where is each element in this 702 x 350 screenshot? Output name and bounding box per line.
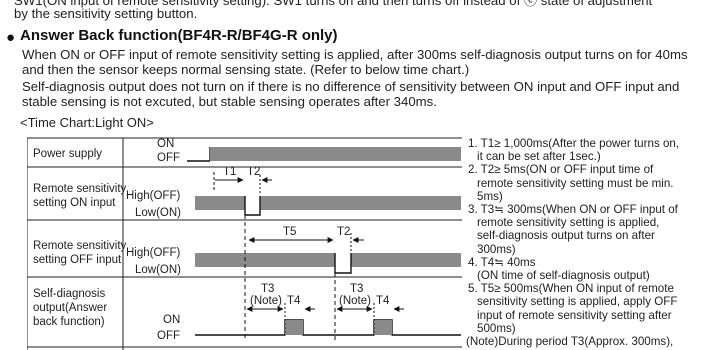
level-low: Low(ON) [135, 264, 182, 276]
self-diag-line [195, 319, 461, 336]
mark-note: (Note) [250, 295, 282, 307]
off-input-high-block [195, 253, 335, 267]
top-text-line-2: by the sensitivity setting button. [14, 6, 198, 21]
mark-note: (Note) [339, 295, 371, 307]
self-diag-pulse [374, 320, 392, 335]
on-input-pulse [244, 196, 261, 216]
paragraph-line: When ON or OFF input of remote sensitivi… [22, 47, 688, 62]
paragraph-line: stable sensing is not excuted, but stabl… [22, 94, 437, 109]
level-off: OFF [157, 330, 180, 342]
time-chart-caption: <Time Chart:Light ON> [20, 115, 154, 130]
row-label-power: Power supply [33, 148, 103, 160]
mark-t2: T2 [247, 166, 261, 178]
row-label-off-input: Remote sensitivity setting OFF input [33, 240, 127, 266]
on-input-high-block [260, 196, 461, 210]
level-on: ON [157, 138, 175, 150]
row-label-self-diag: Self-diagnosis output(Answer back functi… [33, 288, 108, 328]
mark-t1: T1 [223, 166, 237, 178]
mark-t2: T2 [337, 226, 351, 238]
level-high: High(OFF) [126, 190, 181, 202]
bullet-icon: ● [6, 29, 16, 46]
self-diag-pulse [285, 320, 303, 335]
level-on: ON [163, 314, 181, 326]
time-chart-graphic [27, 137, 462, 350]
off-input-pulse [334, 253, 352, 274]
on-input-high-block [195, 196, 245, 210]
mark-t3: T3 [350, 283, 364, 295]
note-item: 1. T1≥ 1,000ms(After the power turns on,… [468, 137, 680, 164]
paragraph-line: and then the sensor keeps normal sensing… [22, 62, 470, 77]
note-item: (Note)During period T3(Approx. 300ms), [466, 335, 674, 349]
mark-t5: T5 [283, 226, 297, 238]
row-label-on-input: Remote sensitivity setting ON input [33, 183, 127, 209]
paragraph-line: Self-diagnosis output does not turn on i… [22, 79, 680, 94]
power-on-block [210, 147, 461, 161]
note-item: 2. T2≥ 5ms(ON or OFF input time of remot… [468, 163, 674, 203]
level-low: Low(ON) [135, 207, 182, 219]
note-item: 3. T3≒ 300ms(When ON or OFF input of rem… [468, 203, 678, 256]
top-text-line-1: SW1(ON input of remote sensitivity setti… [14, 0, 653, 8]
mark-t3: T3 [261, 283, 275, 295]
mark-t4: T4 [287, 295, 301, 307]
mark-t4: T4 [376, 295, 390, 307]
level-off: OFF [157, 152, 180, 164]
notes-list: 1. T1≥ 1,000ms(After the power turns on,… [466, 137, 700, 349]
level-high: High(OFF) [126, 247, 181, 259]
time-chart: Power supply Remote sensitivity setting … [27, 135, 462, 350]
note-item: 5. T5≥ 500ms(When ON input of remote sen… [468, 282, 678, 335]
off-input-high-block [351, 253, 461, 267]
section-heading: Answer Back function(BF4R-R/BF4G-R only) [20, 27, 338, 44]
note-item: 4. T4≒ 40ms (ON time of self-diagnosis o… [468, 255, 650, 283]
